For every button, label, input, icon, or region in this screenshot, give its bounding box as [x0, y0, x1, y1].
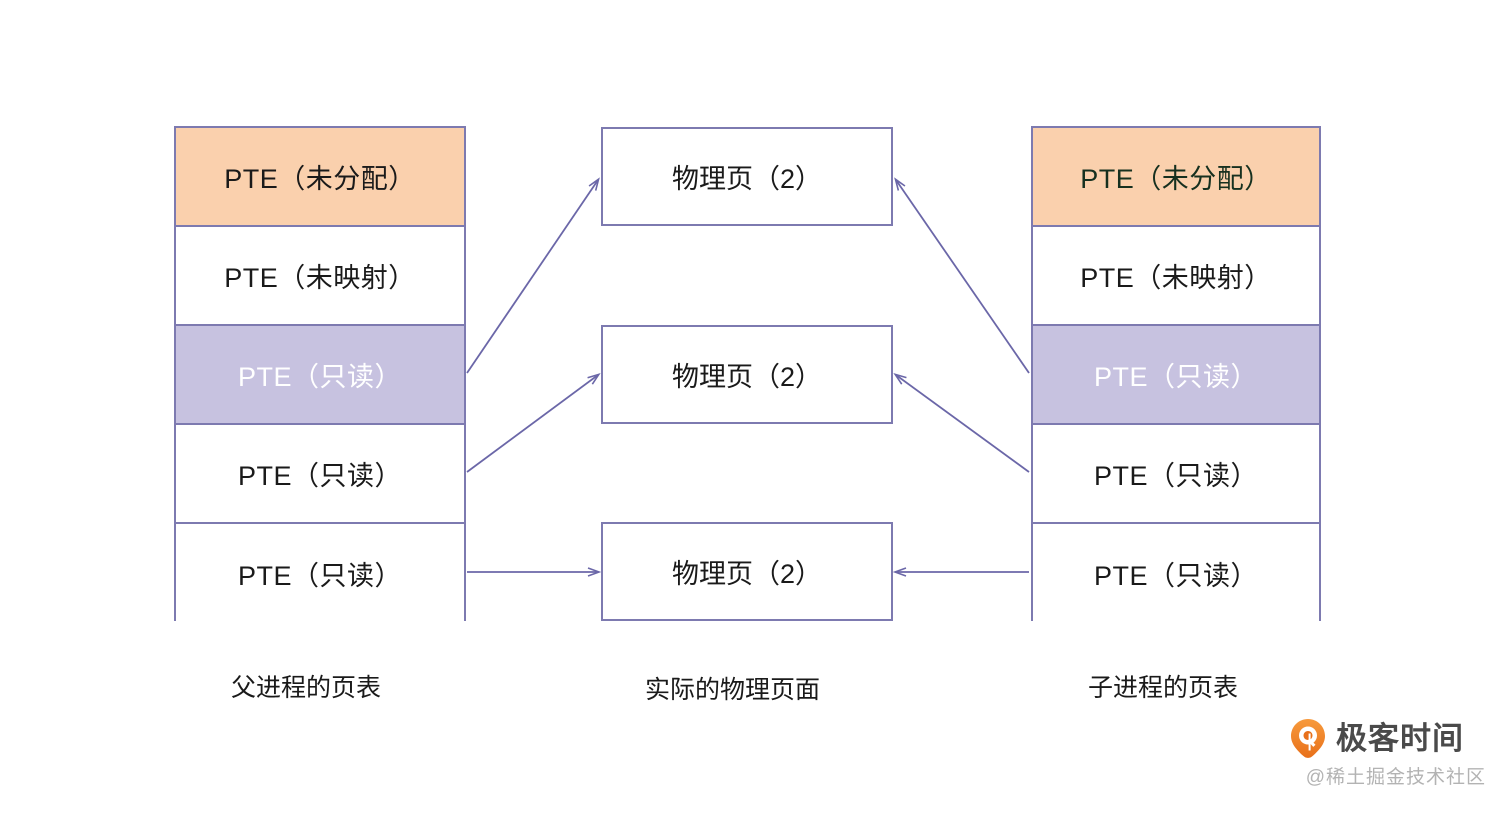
parent-pte-label-5: PTE（只读）: [237, 561, 402, 591]
child-pte-label-2: PTE（未映射）: [1080, 263, 1272, 293]
child-pte-label-4: PTE（只读）: [1093, 461, 1258, 491]
child-pte-row-2: PTE（未映射）: [1033, 227, 1319, 326]
arrow-parent-row4-to-box2: [466, 375, 598, 473]
arrow-child-row3-to-box1: [896, 180, 1030, 374]
parent-pte-label-3: PTE（只读）: [237, 362, 402, 392]
watermark-account-text: @稀土掘金技术社区: [1305, 767, 1486, 788]
child-pte-label-1: PTE（未分配）: [1080, 164, 1272, 194]
child-page-table: PTE（未分配） PTE（未映射） PTE（只读） PTE（只读） PTE（只读…: [1031, 126, 1321, 623]
physical-pages-caption: 实际的物理页面: [645, 676, 821, 704]
physical-page-box-2: 物理页（2）: [601, 325, 893, 424]
parent-pte-label-4: PTE（只读）: [237, 461, 402, 491]
parent-pte-row-4: PTE（只读）: [176, 425, 464, 524]
watermark: 极客时间 @稀土掘金技术社区: [1288, 718, 1488, 798]
parent-pte-row-3: PTE（只读）: [176, 326, 464, 425]
parent-page-table: PTE（未分配） PTE（未映射） PTE（只读） PTE（只读） PTE（只读…: [174, 126, 466, 623]
parent-pte-row-2: PTE（未映射）: [176, 227, 464, 326]
watermark-brand-row: 极客时间: [1288, 718, 1488, 758]
parent-pte-row-5: PTE（只读）: [176, 524, 464, 623]
physical-page-label-2: 物理页（2）: [671, 362, 823, 392]
child-pte-row-5: PTE（只读）: [1033, 524, 1319, 623]
physical-page-label-1: 物理页（2）: [671, 164, 823, 194]
parent-pte-label-1: PTE（未分配）: [224, 164, 416, 194]
arrow-parent-row3-to-box1: [466, 180, 598, 374]
child-pte-row-1: PTE（未分配）: [1033, 128, 1319, 227]
physical-page-box-1: 物理页（2）: [601, 127, 893, 226]
parent-table-caption: 父进程的页表: [231, 674, 382, 702]
parent-pte-row-1: PTE（未分配）: [176, 128, 464, 227]
child-pte-row-4: PTE（只读）: [1033, 425, 1319, 524]
watermark-brand-text: 极客时间: [1336, 720, 1464, 756]
arrow-child-row4-to-box2: [896, 375, 1030, 473]
child-pte-label-3: PTE（只读）: [1093, 362, 1258, 392]
child-table-caption: 子进程的页表: [1088, 674, 1239, 702]
physical-page-box-3: 物理页（2）: [601, 522, 893, 621]
physical-page-label-3: 物理页（2）: [671, 559, 823, 589]
child-pte-label-5: PTE（只读）: [1093, 561, 1258, 591]
geek-time-logo-icon: [1291, 719, 1325, 758]
child-pte-row-3: PTE（只读）: [1033, 326, 1319, 425]
parent-pte-label-2: PTE（未映射）: [224, 263, 416, 293]
